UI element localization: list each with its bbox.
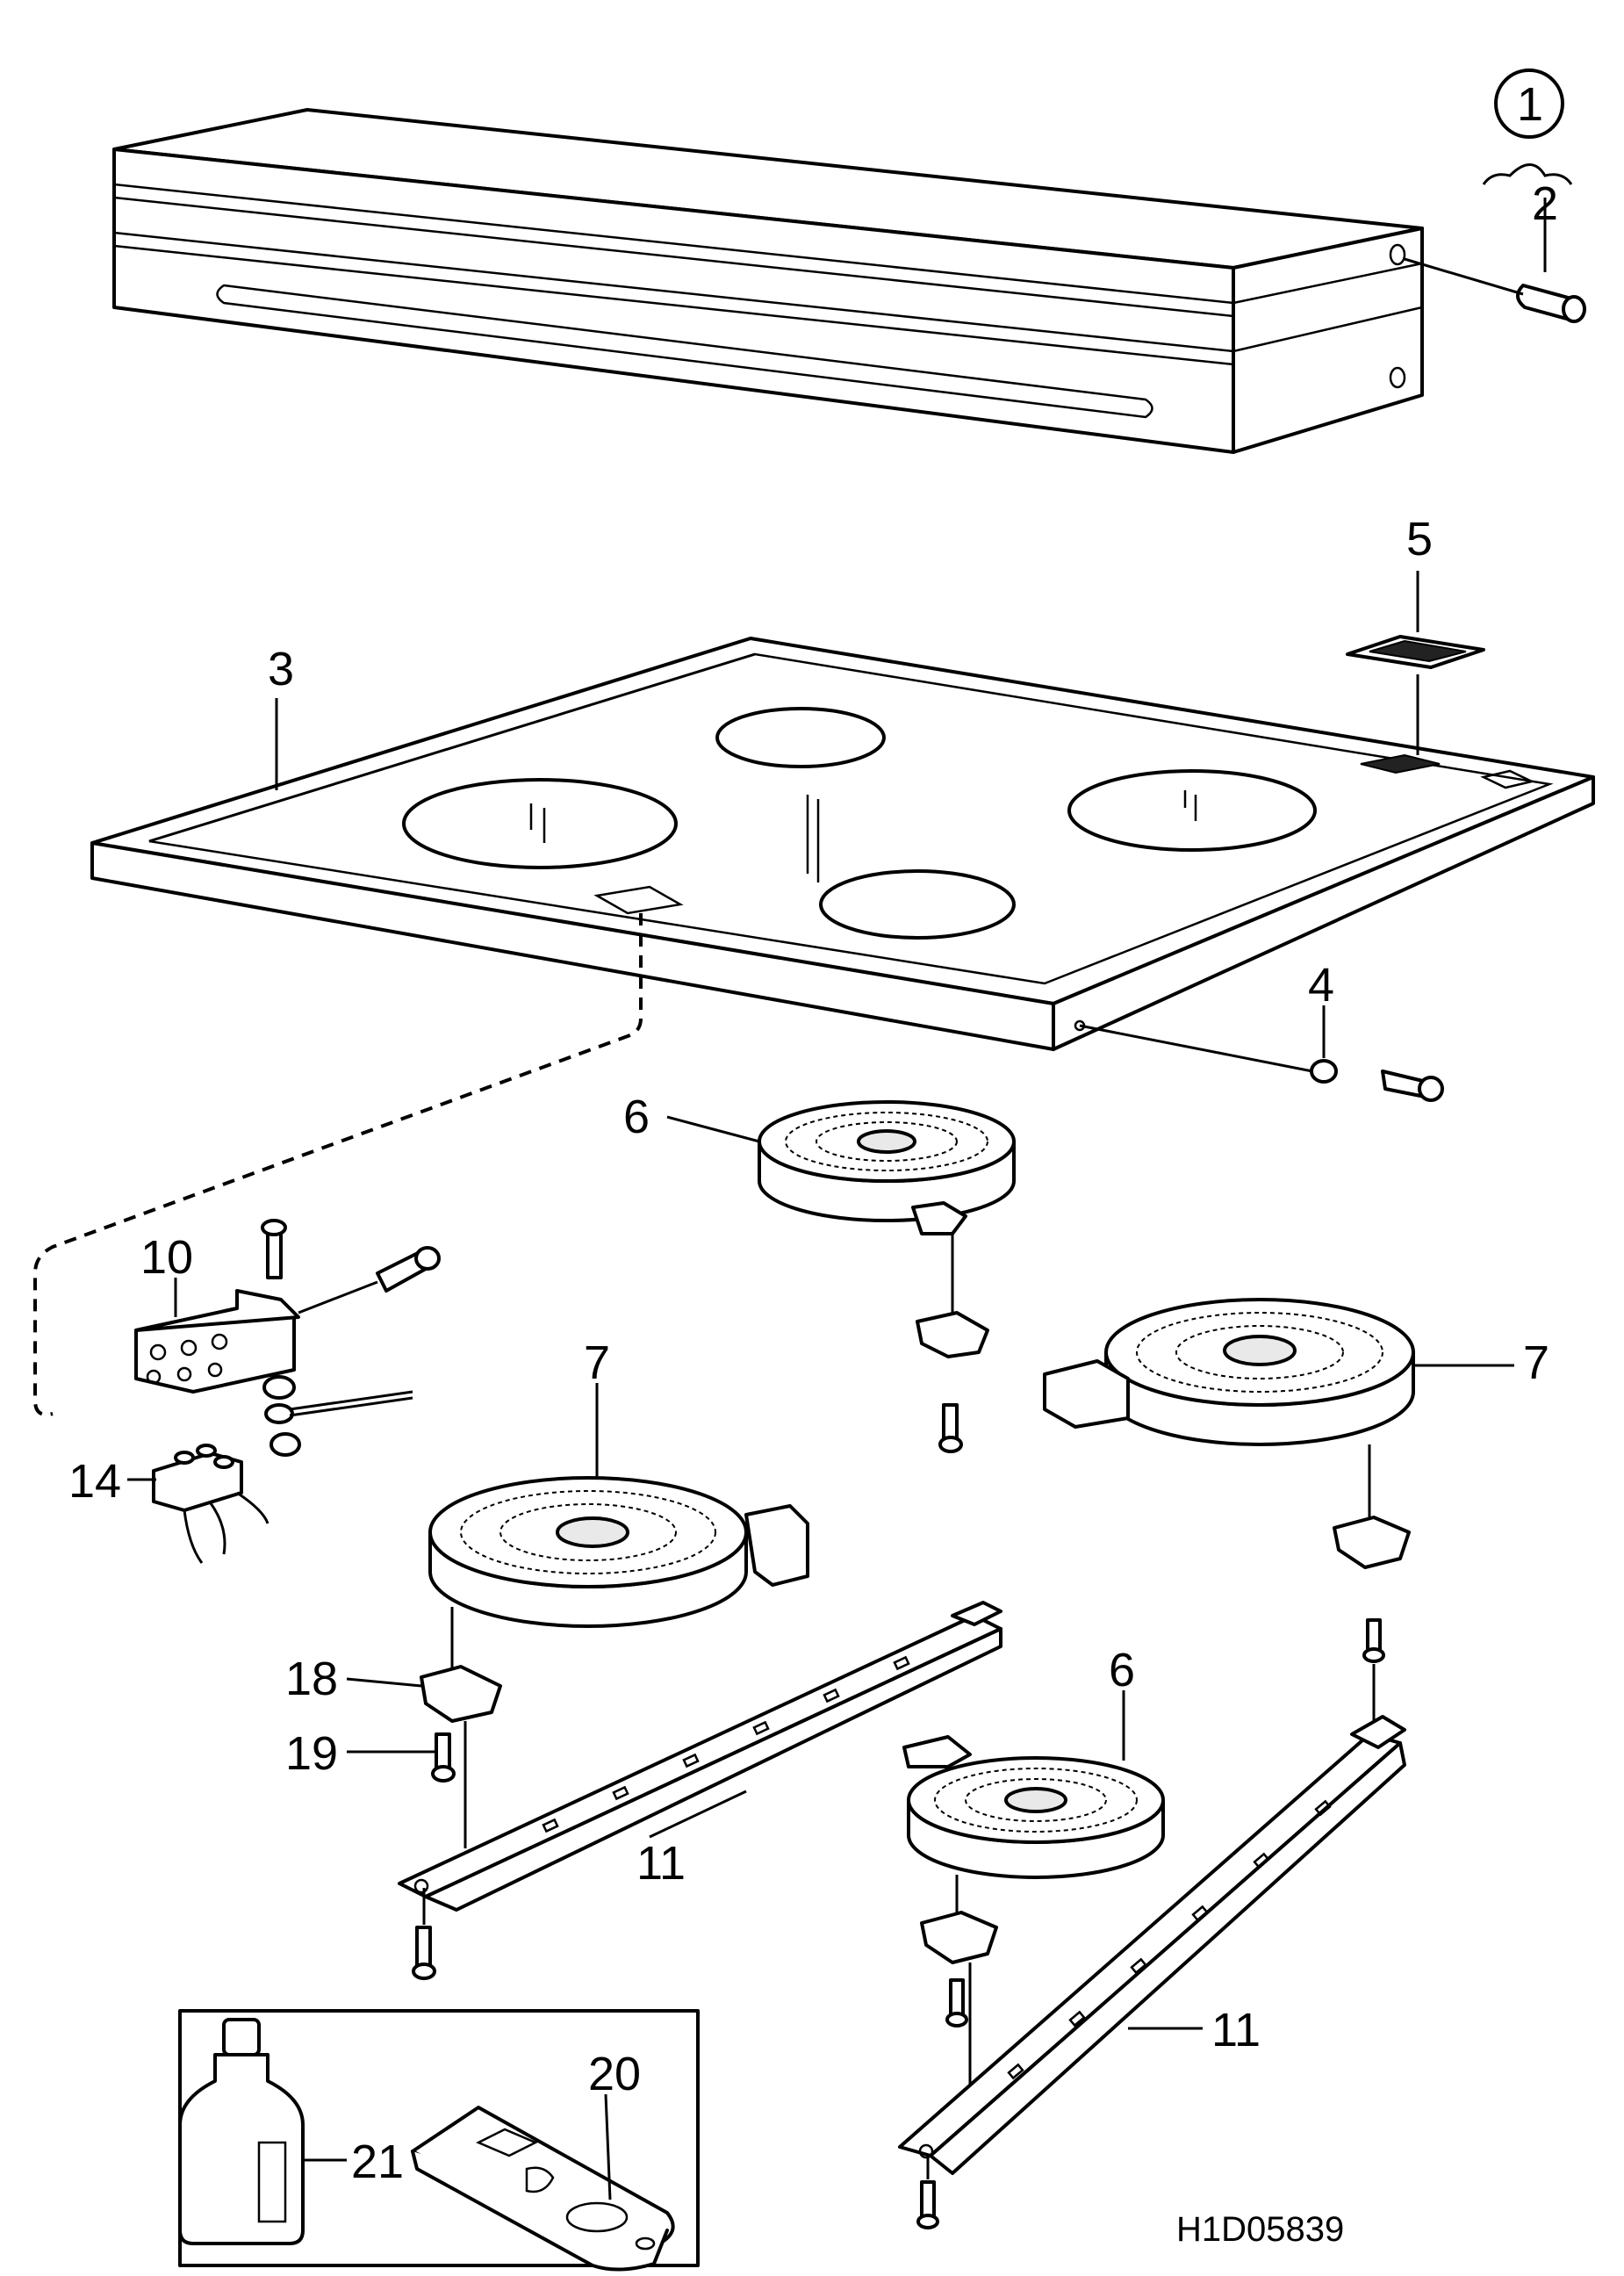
- terminal-bracket: [33, 913, 643, 1416]
- callout-1-brace: [1482, 163, 1573, 185]
- rail-slots-left: [542, 1655, 910, 1833]
- callout-5: 5: [1406, 513, 1433, 565]
- callout-1-circle: [1494, 68, 1564, 139]
- callout-1: 1: [1517, 78, 1543, 131]
- nuts-and-cable: [262, 1375, 413, 1457]
- heating-element-small-lower: [902, 1690, 1165, 1879]
- rail-slots-right: [1007, 1799, 1332, 2080]
- heating-element-small-upper: [666, 1100, 1016, 1235]
- callout-10: 10: [140, 1231, 193, 1284]
- callout-3: 3: [268, 643, 294, 695]
- callout-6-lower: 6: [1109, 1644, 1135, 1696]
- screw-and-washer: [1079, 1005, 1444, 1102]
- callout-7-right: 7: [1523, 1336, 1549, 1389]
- control-cover: [1346, 571, 1485, 755]
- callout-6-upper: 6: [623, 1091, 650, 1143]
- pin-part: [1404, 257, 1586, 323]
- terminal-connector: [127, 1444, 269, 1564]
- hob-top: [90, 637, 1595, 1051]
- cleaner-bottle: [178, 2018, 305, 2245]
- scraper-tool: [411, 2106, 675, 2272]
- front-panel-frame: [112, 108, 1424, 454]
- callout-4: 4: [1308, 959, 1334, 1012]
- heating-element-large-right: [1043, 1298, 1514, 1446]
- callout-18: 18: [285, 1653, 338, 1705]
- callout-20: 20: [588, 2048, 641, 2100]
- callout-21: 21: [351, 2136, 404, 2188]
- bracket-left: [346, 1607, 502, 1848]
- mounting-rail-right: [898, 1715, 1406, 2229]
- callout-14: 14: [68, 1455, 121, 1508]
- bracket-lower: [920, 1875, 998, 2099]
- heating-element-large-left: [428, 1383, 809, 1628]
- callout-2: 2: [1532, 177, 1558, 230]
- accessories-inset: [178, 2009, 700, 2272]
- callout-11-right: 11: [1211, 2004, 1261, 2056]
- drawing-code: H1D05839: [1176, 2210, 1344, 2249]
- callout-19: 19: [285, 1727, 338, 1780]
- callout-7-left: 7: [584, 1336, 610, 1389]
- bracket-right: [1333, 1444, 1411, 1721]
- callout-11-left: 11: [636, 1837, 686, 1890]
- mounting-rail-left: [398, 1601, 1002, 1980]
- bracket-upper: [916, 1234, 989, 1453]
